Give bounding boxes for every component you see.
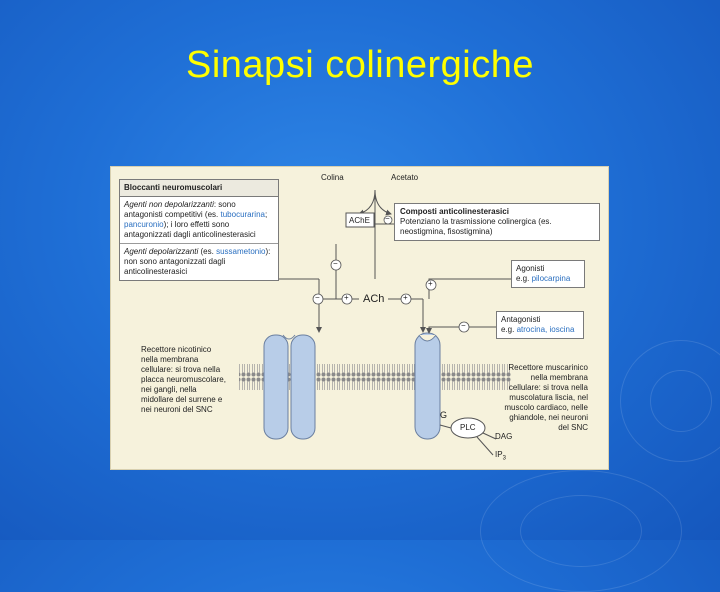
minus-sign: − xyxy=(315,293,320,303)
anticholinesterase-content: Composti anticolinesterasici Potenziano … xyxy=(395,204,599,240)
muscarinic-receptor-description: Recettore muscarinico nella membrana cel… xyxy=(504,363,588,433)
blockers-header: Bloccanti neuromuscolari xyxy=(120,180,278,197)
nondepolarizing-agents: Agenti non depolarizzanti: sono antagoni… xyxy=(120,197,278,244)
minus-sign: − xyxy=(333,259,338,269)
ach-label: ACh xyxy=(363,294,384,304)
minus-sign: − xyxy=(461,321,466,331)
g-protein-label: G xyxy=(440,410,447,420)
plus-sign: + xyxy=(428,279,433,289)
colina-label: Colina xyxy=(321,173,344,183)
plus-sign: + xyxy=(344,293,349,303)
synapse-figure: Colina Acetato AChE ACh G PLC DAG IP3 − … xyxy=(111,167,608,469)
depolarizing-agents: Agenti depolarizzanti (es. sussametonio)… xyxy=(120,244,278,280)
agonists-box: Agonisti e.g. pilocarpina xyxy=(511,260,585,288)
neuromuscular-blockers-box: Bloccanti neuromuscolari Agenti non depo… xyxy=(119,179,279,281)
background-ripple xyxy=(520,495,642,567)
ache-label: AChE xyxy=(349,216,370,226)
background-ripple xyxy=(650,370,712,432)
activation-markers xyxy=(342,280,436,304)
anticholinesterase-header: Composti anticolinesterasici xyxy=(400,207,594,217)
plus-sign: + xyxy=(403,293,408,303)
antagonists-box: Antagonisti e.g. atrocina, ioscina xyxy=(496,311,584,339)
antagonists-example: e.g. atrocina, ioscina xyxy=(501,325,579,335)
dag-label: DAG xyxy=(495,432,512,442)
agonists-example: e.g. pilocarpina xyxy=(516,274,580,284)
muscarinic-receptor-shape xyxy=(415,333,440,439)
anticholinesterase-box: Composti anticolinesterasici Potenziano … xyxy=(394,203,600,241)
anticholinesterase-text: Potenziano la trasmissione colinergica (… xyxy=(400,217,594,237)
agonists-title: Agonisti xyxy=(516,264,580,274)
ip3-label: IP3 xyxy=(495,450,506,464)
plc-label: PLC xyxy=(460,423,476,433)
minus-sign: − xyxy=(385,214,390,224)
nicotinic-receptor-description: Recettore nicotinico nella membrana cell… xyxy=(141,345,227,415)
antagonists-title: Antagonisti xyxy=(501,315,579,325)
slide-title: Sinapsi colinergiche xyxy=(0,44,720,87)
acetato-label: Acetato xyxy=(391,173,418,183)
